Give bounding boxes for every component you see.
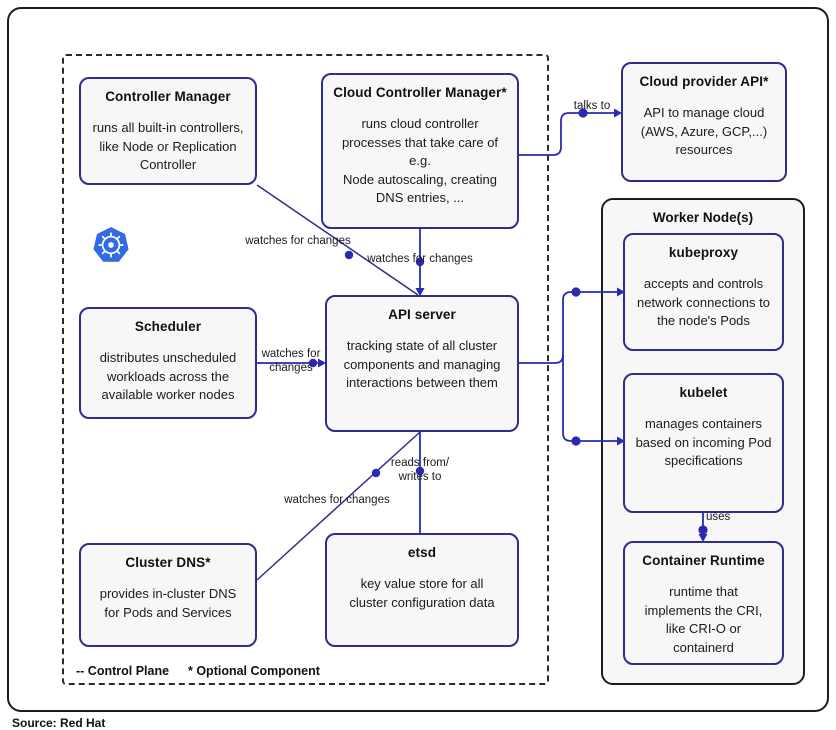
node-description: tracking state of all cluster components… (343, 338, 501, 391)
source-note: Source: Red Hat (12, 716, 106, 730)
node-etcd[interactable]: etsd key value store for all cluster con… (325, 533, 519, 647)
legend-optional-component: * Optional Component (188, 664, 320, 678)
node-container-runtime[interactable]: Container Runtime runtime that implement… (623, 541, 784, 665)
node-controller-manager[interactable]: Controller Manager runs all built-in con… (79, 77, 257, 185)
node-title: Cluster DNS* (125, 555, 211, 570)
kubernetes-logo (93, 227, 129, 262)
node-scheduler[interactable]: Scheduler distributes unscheduled worklo… (79, 307, 257, 419)
edge-label-watches-dns: watches for changes (284, 494, 390, 506)
node-cloud-controller-manager[interactable]: Cloud Controller Manager* runs cloud con… (321, 73, 519, 229)
node-cloud-provider-api[interactable]: Cloud provider API* API to manage cloud … (621, 62, 787, 182)
node-title: kubeproxy (668, 245, 739, 260)
node-description: distributes unscheduled workloads across… (99, 350, 237, 403)
edge-label-reads-writes: reads from/ writes to (390, 457, 450, 484)
node-api-server[interactable]: API server tracking state of all cluster… (325, 295, 519, 432)
node-title: etsd (407, 545, 437, 560)
node-description: runs all built-in controllers, like Node… (92, 120, 244, 173)
node-description: key value store for all cluster configur… (349, 576, 495, 610)
node-title: Container Runtime (642, 553, 765, 568)
control-plane-region (62, 54, 549, 685)
node-title: Controller Manager (105, 89, 231, 104)
node-title: Scheduler (134, 319, 202, 334)
edge-label-watches-ccm: watches for changes (367, 253, 473, 265)
edge-label-watches-scheduler: watches for changes (261, 348, 321, 375)
node-title: Cloud Controller Manager* (333, 85, 507, 100)
node-title: Cloud provider API* (639, 74, 769, 89)
node-description: runtime that implements the CRI, like CR… (644, 584, 763, 655)
node-description: runs cloud controller processes that tak… (341, 116, 499, 205)
worker-node-title: Worker Node(s) (652, 210, 754, 225)
node-description: accepts and controls network connections… (637, 276, 770, 329)
node-cluster-dns[interactable]: Cluster DNS* provides in-cluster DNS for… (79, 543, 257, 647)
node-kubelet[interactable]: kubelet manages containers based on inco… (623, 373, 784, 513)
node-description: manages containers based on incoming Pod… (635, 416, 772, 469)
edge-label-talks-to: talks to (573, 100, 611, 112)
node-description: API to manage cloud (AWS, Azure, GCP,...… (640, 105, 768, 158)
edge-label-watches-cm: watches for changes (245, 235, 351, 247)
legend-control-plane: -- Control Plane (76, 664, 170, 678)
node-description: provides in-cluster DNS for Pods and Ser… (99, 586, 237, 620)
node-kubeproxy[interactable]: kubeproxy accepts and controls network c… (623, 233, 784, 351)
node-title: kubelet (679, 385, 728, 400)
edge-label-uses: uses (706, 511, 731, 523)
node-title: API server (388, 307, 456, 322)
